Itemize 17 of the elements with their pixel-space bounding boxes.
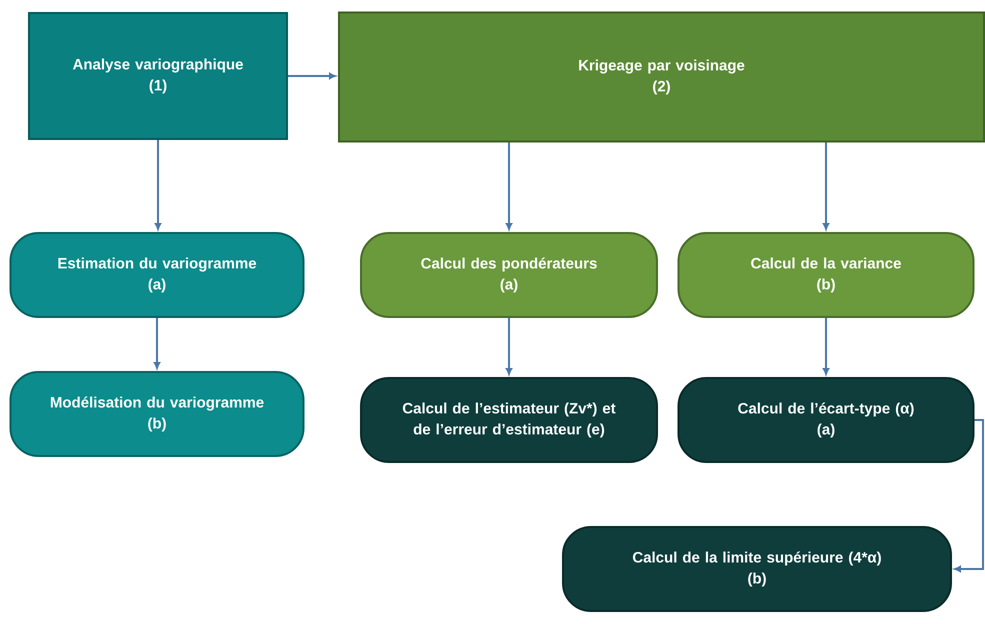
process-box: Krigeage par voisinage (2) (338, 12, 985, 142)
arrow (154, 140, 162, 230)
arrow (506, 142, 512, 230)
arrow (822, 142, 830, 230)
step-box: Calcul des pondérateurs (a) (360, 232, 658, 318)
arrow (822, 318, 830, 375)
step-box: Calcul de la limite supérieure (4*α) (b) (562, 526, 952, 612)
step-box: Calcul de la variance (b) (678, 232, 974, 318)
step-box: Modélisation du variogramme (b) (10, 371, 304, 457)
step-box: Calcul de l’estimateur (Zv*) et de l’erreur d’estimateur (e) (360, 377, 658, 463)
arrow (954, 419, 984, 572)
arrow (154, 318, 160, 369)
arrow (288, 72, 336, 80)
process-box: Analyse variographique (1) (28, 12, 288, 140)
step-box: Estimation du variogramme (a) (10, 232, 304, 318)
arrow (506, 318, 512, 375)
step-box: Calcul de l’écart-type (α) (a) (678, 377, 974, 463)
